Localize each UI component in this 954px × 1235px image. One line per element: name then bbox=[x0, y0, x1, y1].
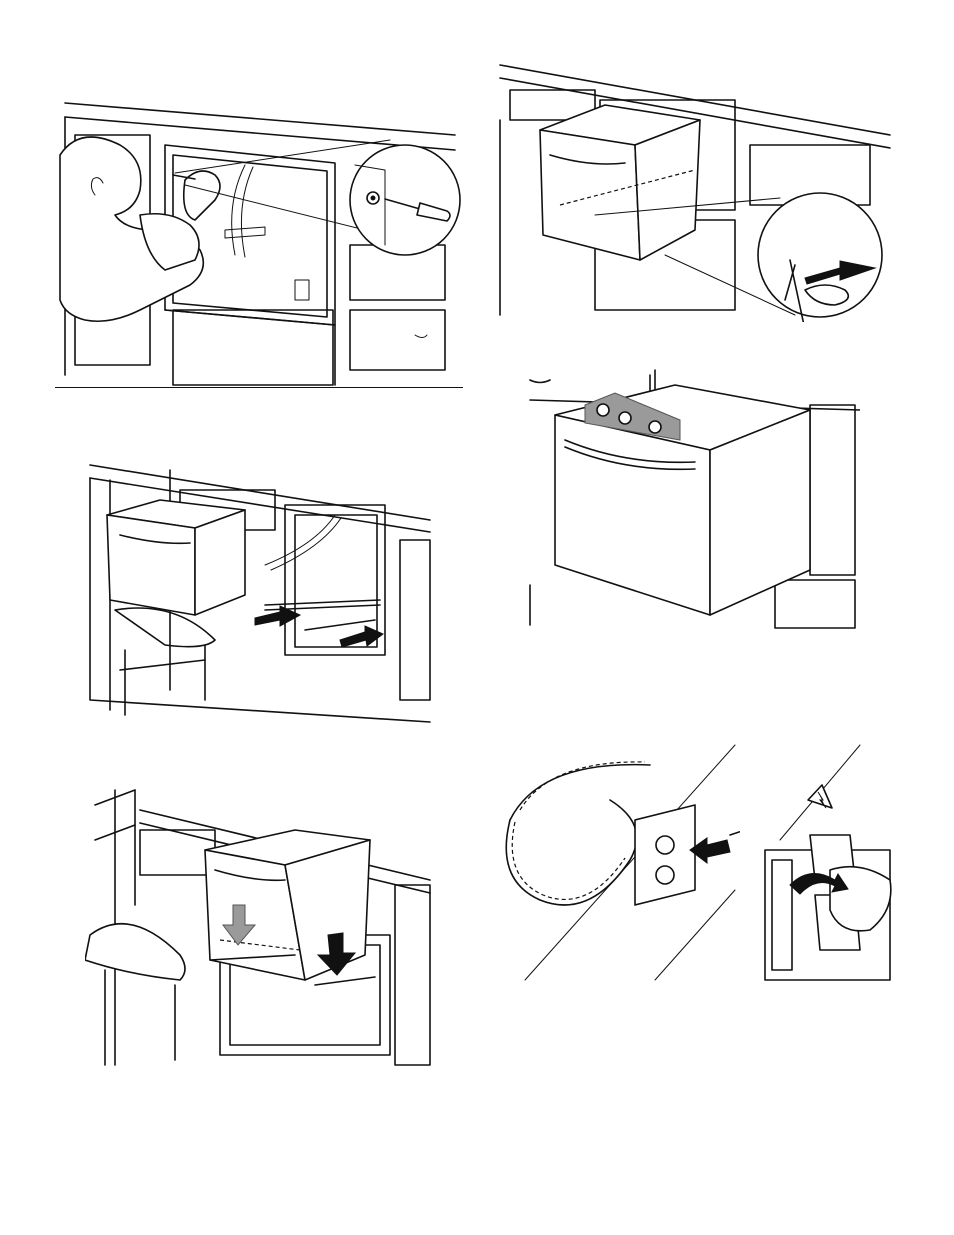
power-cord-icon bbox=[506, 762, 650, 905]
illustration-release-lever bbox=[495, 60, 895, 322]
arrow-left-icon bbox=[690, 838, 730, 863]
illustration-plug-in-power bbox=[495, 740, 740, 985]
electrical-hazard-icon bbox=[808, 785, 832, 808]
zoom-circle-icon bbox=[350, 145, 460, 255]
outlet-icon bbox=[635, 805, 695, 905]
divider-line bbox=[55, 387, 463, 388]
illustration-remove-screw bbox=[55, 95, 465, 390]
illustration-turn-on-breaker bbox=[760, 740, 900, 985]
illustration-pull-out-rails bbox=[85, 460, 435, 725]
illustration-attach-drawer bbox=[85, 785, 435, 1070]
plug-icon bbox=[730, 830, 740, 870]
curved-arrow-icon bbox=[790, 874, 848, 894]
illustration-check-level bbox=[525, 365, 860, 630]
